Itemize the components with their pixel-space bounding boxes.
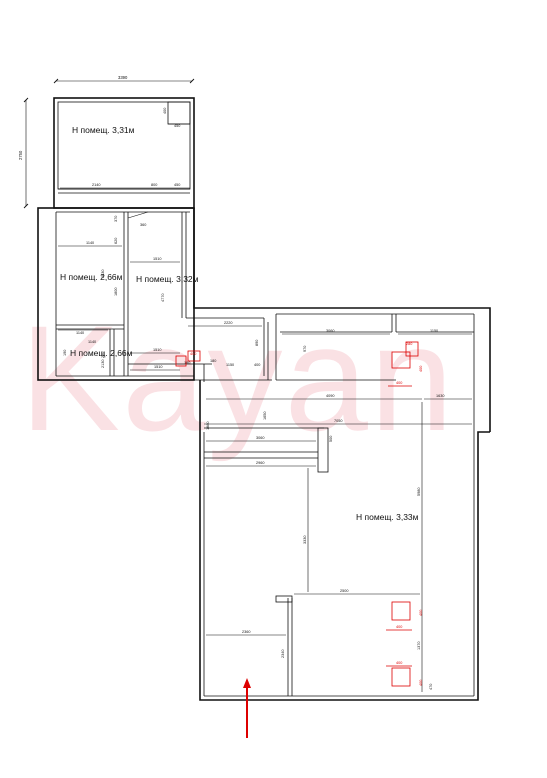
red-box-group-1: 400 280 400 400: [175, 341, 423, 387]
watermark-text: Kayan: [20, 294, 455, 462]
middle-block-walls: [37, 207, 195, 381]
svg-text:2360: 2360: [242, 630, 250, 634]
dim-top-width: 3390: [53, 75, 195, 84]
svg-text:4770: 4770: [161, 294, 165, 302]
svg-text:4090: 4090: [326, 394, 334, 398]
room-label-1: Н помещ. 3,31м: [72, 125, 135, 135]
svg-text:1140: 1140: [76, 331, 84, 335]
svg-text:1150: 1150: [226, 363, 234, 367]
svg-text:2130: 2130: [101, 360, 105, 368]
svg-text:470: 470: [429, 684, 433, 690]
svg-text:360: 360: [140, 223, 146, 227]
svg-text:400: 400: [254, 363, 260, 367]
room-label-2: Н помещ. 2,66м: [60, 272, 123, 282]
large-room-walls: [199, 380, 490, 701]
svg-text:2750: 2750: [18, 150, 23, 160]
svg-text:3330: 3330: [303, 536, 307, 544]
svg-text:1510: 1510: [153, 348, 161, 352]
svg-text:190: 190: [63, 350, 67, 356]
svg-text:220: 220: [101, 352, 105, 358]
svg-text:3060: 3060: [326, 329, 334, 333]
svg-text:400: 400: [396, 381, 402, 385]
svg-text:400: 400: [419, 366, 423, 372]
svg-text:370: 370: [114, 216, 118, 222]
svg-text:1650: 1650: [263, 412, 267, 420]
svg-text:2220: 2220: [224, 321, 232, 325]
svg-text:1800: 1800: [114, 288, 118, 296]
entrance-arrow-icon: [243, 678, 251, 738]
svg-text:180: 180: [210, 359, 216, 363]
svg-text:3390: 3390: [118, 75, 128, 80]
red-box-group-2: 400 400 400 400 470: [386, 601, 433, 690]
corridor-walls: [186, 208, 491, 432]
svg-text:400: 400: [419, 680, 423, 686]
svg-text:890: 890: [255, 340, 259, 346]
svg-text:400: 400: [419, 610, 423, 616]
room-label-3: Н помещ. 3,32м: [136, 274, 199, 284]
room-label-4: Н помещ. 2,66м: [70, 348, 133, 358]
upper-room-walls: [53, 97, 195, 209]
svg-text:400: 400: [163, 108, 167, 114]
svg-text:280: 280: [406, 342, 412, 346]
dim-left-height: 2750: [18, 97, 29, 209]
svg-text:2340: 2340: [281, 650, 285, 658]
svg-text:400: 400: [396, 625, 402, 629]
svg-text:1140: 1140: [86, 241, 94, 245]
svg-text:500: 500: [329, 436, 333, 442]
svg-text:5980: 5980: [417, 488, 421, 496]
svg-text:400: 400: [396, 661, 402, 665]
svg-text:1150: 1150: [430, 329, 438, 333]
svg-text:1630: 1630: [436, 394, 444, 398]
svg-text:2830: 2830: [101, 270, 105, 278]
svg-text:400: 400: [190, 352, 196, 356]
svg-text:7050: 7050: [334, 419, 342, 423]
svg-text:450: 450: [174, 124, 180, 128]
room-label-5: Н помещ. 3,33м: [356, 512, 419, 522]
svg-text:180: 180: [184, 361, 190, 365]
svg-text:1880: 1880: [206, 422, 210, 430]
svg-text:970: 970: [303, 346, 307, 352]
svg-text:1510: 1510: [153, 257, 161, 261]
svg-text:1510: 1510: [154, 365, 162, 369]
svg-text:800: 800: [151, 183, 157, 187]
svg-text:3060: 3060: [256, 436, 264, 440]
svg-text:1140: 1140: [88, 340, 96, 344]
svg-text:1370: 1370: [417, 642, 421, 650]
svg-text:450: 450: [174, 183, 180, 187]
svg-text:2960: 2960: [256, 461, 264, 465]
svg-text:620: 620: [114, 238, 118, 244]
svg-text:2140: 2140: [92, 183, 100, 187]
svg-text:2500: 2500: [340, 589, 348, 593]
